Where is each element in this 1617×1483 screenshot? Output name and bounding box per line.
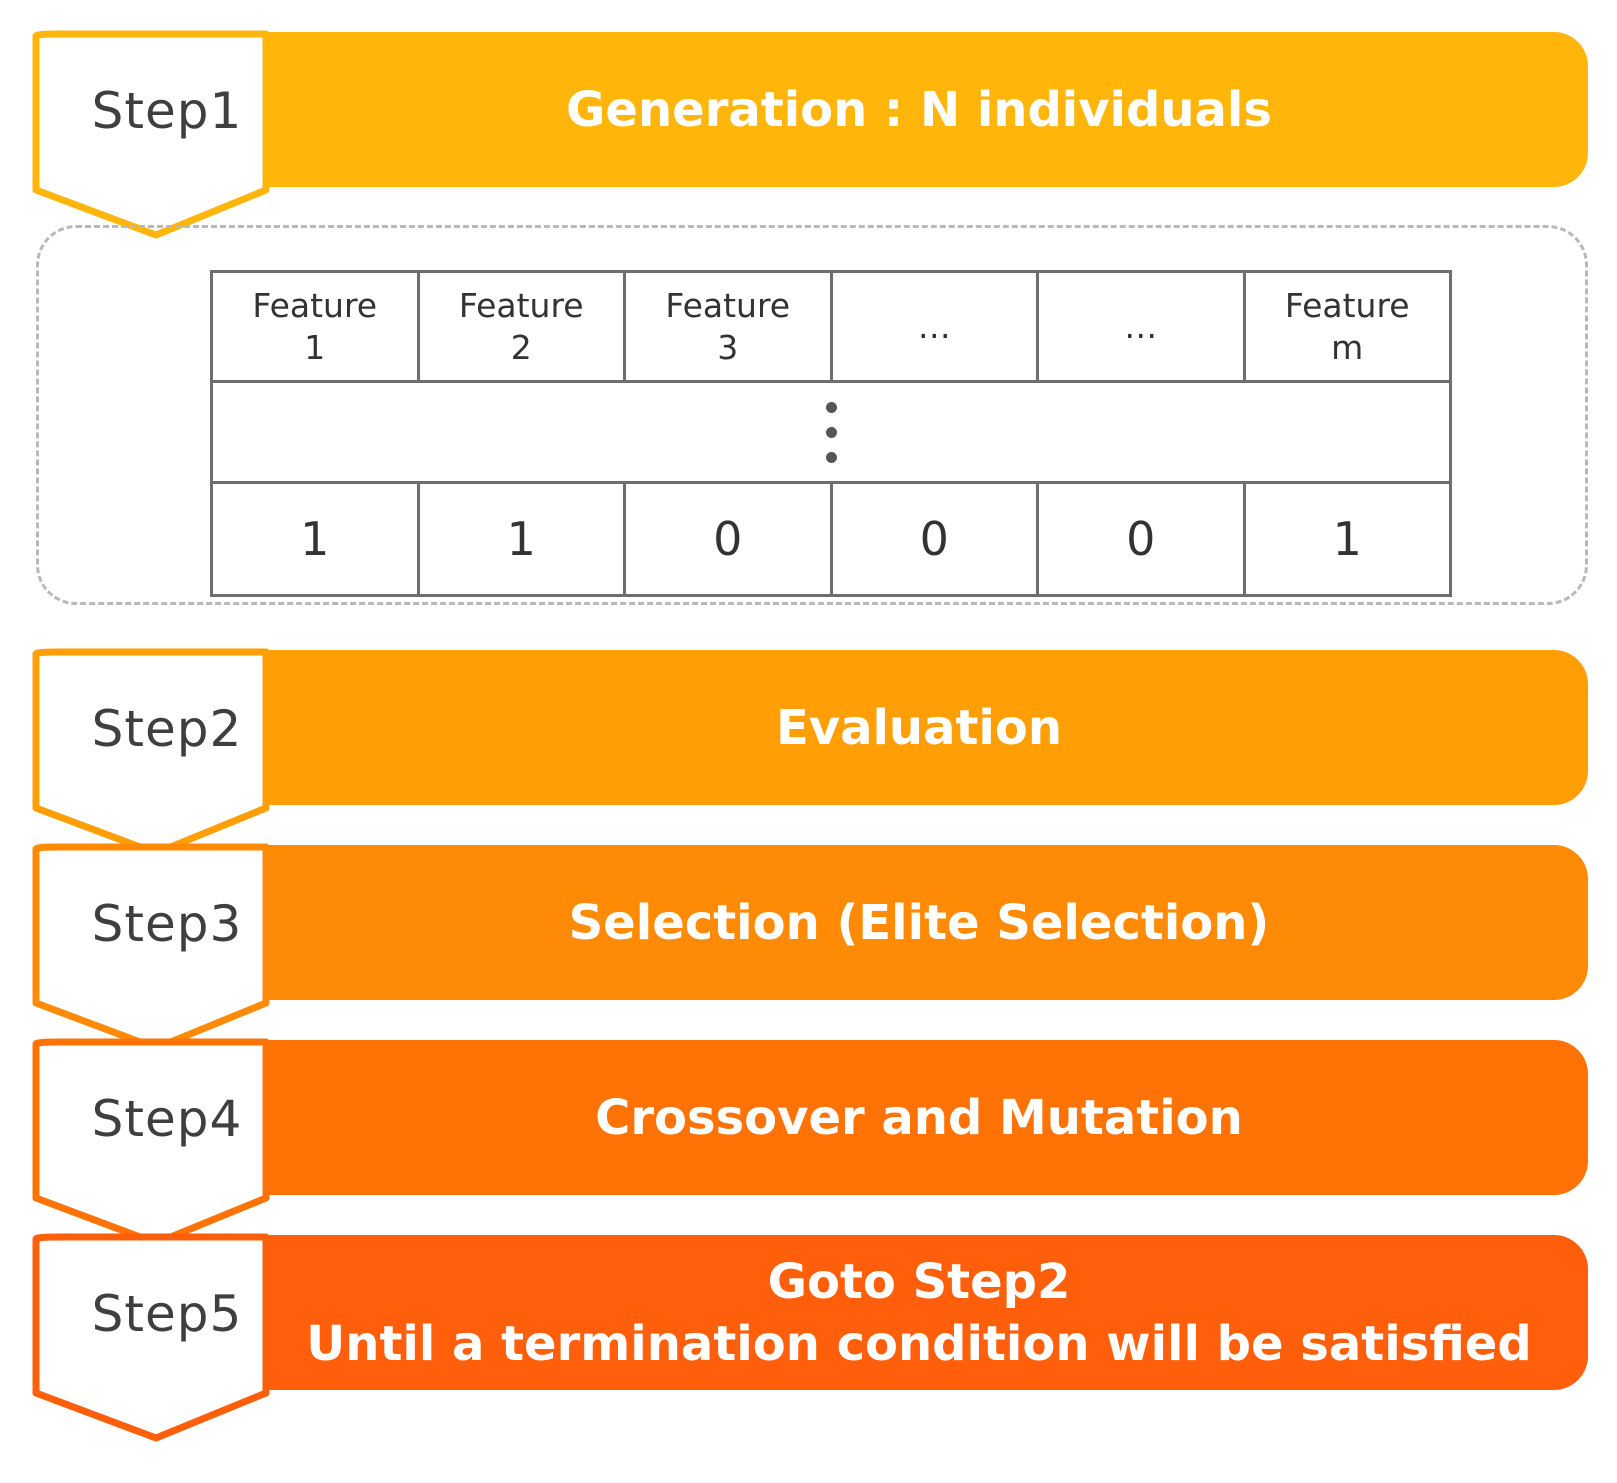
step-2-label: Step2: [91, 700, 243, 758]
feature-value-row: 1 1 0 0 0 1: [210, 481, 1452, 597]
step-3-badge-shape: [32, 843, 270, 1052]
step-1-badge: Step1: [32, 30, 294, 242]
step-3-badge: Step3: [32, 843, 294, 1055]
step-3-text: Selection (Elite Selection): [568, 894, 1270, 951]
step-5-badge: Step5: [32, 1233, 294, 1445]
step-4-label: Step4: [91, 1090, 243, 1148]
step-5-text-line-1: Goto Step2: [767, 1253, 1071, 1310]
step-1-text: Generation : N individuals: [566, 81, 1272, 138]
feature-value-2: 1: [416, 481, 626, 597]
population-box: [36, 225, 1588, 605]
step-1-bar: Generation : N individuals: [250, 32, 1588, 187]
feature-header-ellipsis-2: …: [1036, 270, 1246, 383]
feature-ellipsis-row: [210, 380, 1452, 484]
feature-value-3: 0: [623, 481, 833, 597]
step-4-text: Crossover and Mutation: [595, 1089, 1243, 1146]
step-2-text: Evaluation: [775, 699, 1063, 756]
step-4-badge: Step4: [32, 1038, 294, 1250]
step-5-text-line-2: Until a termination condition will be sa…: [306, 1315, 1532, 1372]
step-4-bar: Crossover and Mutation: [250, 1040, 1588, 1195]
step-5-label: Step5: [91, 1285, 243, 1343]
step-2-badge-shape: [32, 648, 270, 857]
feature-header-ellipsis-1: …: [829, 270, 1039, 383]
step-4-badge-shape: [32, 1038, 270, 1247]
step-3-bar: Selection (Elite Selection): [250, 845, 1588, 1000]
feature-value-m: 1: [1242, 481, 1452, 597]
step-2-badge: Step2: [32, 648, 294, 860]
step-3-label: Step3: [91, 895, 243, 953]
step-1-label: Step1: [91, 82, 243, 140]
step-2-bar: Evaluation: [250, 650, 1588, 805]
vertical-ellipsis-cell: [210, 380, 1452, 484]
vertical-ellipsis-icon: [214, 401, 1448, 463]
step-5-badge-shape: [32, 1233, 270, 1442]
step-1-badge-shape: [32, 30, 270, 239]
feature-value-5: 0: [1036, 481, 1246, 597]
step-5-bar: Goto Step2 Until a termination condition…: [250, 1235, 1588, 1390]
feature-value-1: 1: [210, 481, 420, 597]
feature-value-4: 0: [829, 481, 1039, 597]
